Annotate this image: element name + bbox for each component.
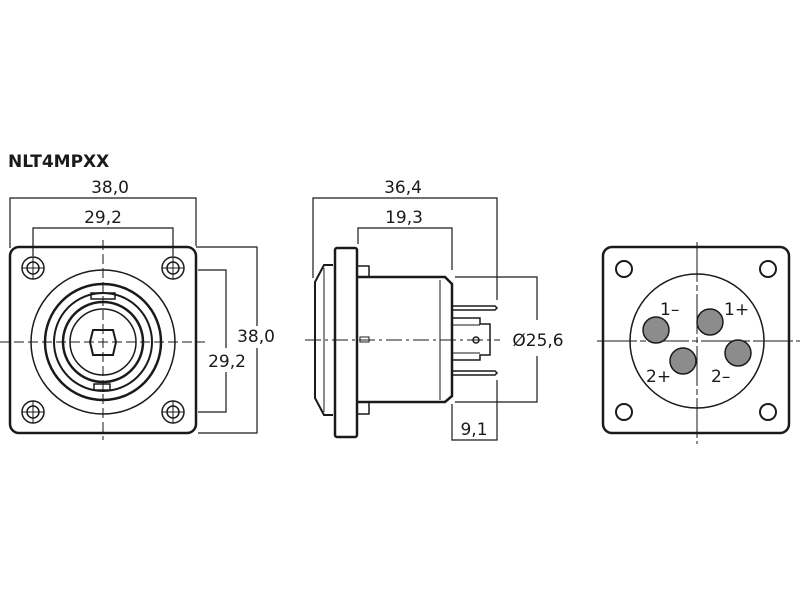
pin-label-2-minus: 2– (711, 367, 730, 387)
dim-total-length: 36,4 (384, 178, 422, 198)
side-view (305, 197, 538, 441)
pin-2-plus (669, 347, 697, 375)
dim-diameter: Ø25,6 (512, 331, 563, 351)
dim-hole-spacing-h: 29,2 (84, 208, 122, 228)
dim-pin-length: 9,1 (460, 420, 487, 440)
dim-height: 38,0 (237, 327, 275, 347)
pin-2-minus (724, 339, 752, 367)
dim-hole-spacing-v: 29,2 (208, 352, 246, 372)
dim-body-length: 19,3 (385, 208, 423, 228)
dim-width: 38,0 (91, 178, 129, 198)
pin-1-plus (696, 308, 724, 336)
rear-view (597, 242, 800, 444)
front-view (0, 197, 258, 440)
pin-label-1-minus: 1– (660, 300, 679, 320)
pin-1-minus (642, 316, 670, 344)
pins (642, 308, 752, 375)
pin-label-1-plus: 1+ (724, 300, 749, 320)
model-title: NLT4MPXX (8, 152, 109, 172)
pin-label-2-plus: 2+ (646, 367, 671, 387)
